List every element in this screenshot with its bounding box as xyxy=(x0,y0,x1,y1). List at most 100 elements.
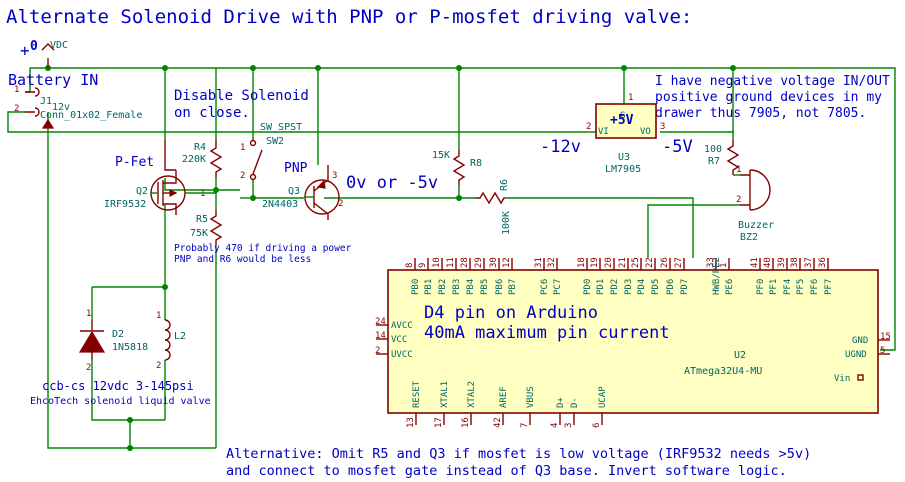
minus5-note: -5V xyxy=(662,137,693,157)
u2-pin-name: AVCC xyxy=(391,321,413,331)
r4-ref: R4 xyxy=(194,142,206,153)
diode-d2: 1 2 D2 1N5818 xyxy=(78,309,148,373)
u2-pin-name: PD7 xyxy=(680,279,690,295)
svg-text:2: 2 xyxy=(156,361,161,371)
u2-pin-number: 42 xyxy=(493,417,503,428)
u2-pin-name: PD3 xyxy=(624,279,634,295)
u2-pin-number: 3 xyxy=(564,423,574,428)
svg-text:3: 3 xyxy=(660,122,665,132)
u2-pin-name: PB5 xyxy=(480,279,490,295)
u2-pin-name: PF7 xyxy=(824,279,834,295)
u2-pin-name: PD4 xyxy=(637,279,647,295)
resistor-r6: R6 100K xyxy=(475,179,512,235)
u2-pin-name: PB7 xyxy=(508,279,518,295)
r8-ref: R8 xyxy=(470,158,482,169)
svg-text:1: 1 xyxy=(156,311,161,321)
u2-value: ATmega32U4-MU xyxy=(684,366,762,377)
battery-in-label: Battery IN xyxy=(8,71,98,89)
junctions xyxy=(45,65,736,451)
u2-pin-number: 18 xyxy=(577,257,587,268)
u2-pin-d-: D+4 xyxy=(550,397,566,428)
u2-pin-name: D+ xyxy=(556,397,566,408)
u2-pin-number: 5 xyxy=(880,346,885,356)
u2-pin-name: PF6 xyxy=(810,279,820,295)
u2-pin-number: 27 xyxy=(674,257,684,268)
connector-j1: 1 2 Battery IN J1 12v Conn_01x02_Female xyxy=(8,71,142,129)
u2-pin-name: PF0 xyxy=(756,279,766,295)
neg-voltage-note-3: drawer thus 7905, not 7805. xyxy=(655,106,866,121)
vdc-label: VDC xyxy=(50,40,68,51)
bz2-value: Buzzer xyxy=(738,220,774,231)
u2-pin-name: UVCC xyxy=(391,350,413,360)
u2-pin-number: 14 xyxy=(375,331,386,341)
u2-pin-number: 7 xyxy=(520,423,530,428)
u2-pin-name: PB3 xyxy=(452,279,462,295)
neg-voltage-note-2: positive ground devices in my xyxy=(655,90,882,105)
u2-pin-name: D- xyxy=(570,397,580,408)
u2-pin-number: 38 xyxy=(790,257,800,268)
resistor-r7: 100 R7 xyxy=(704,140,740,175)
switch-sw2: 1 2 SW_SPST SW2 xyxy=(240,122,302,181)
r6-value: 100K xyxy=(501,211,512,235)
pfet-note: P-Fet xyxy=(115,155,154,170)
u2-pin-vin: Vin xyxy=(834,374,850,384)
u2-pin-name: PB2 xyxy=(438,279,448,295)
u2-pin-number: 20 xyxy=(604,257,614,268)
q2-value: IRF9532 xyxy=(104,199,146,210)
vdc-plus-label: + xyxy=(20,41,30,60)
u2-pin-name: PF1 xyxy=(769,279,779,295)
vdc-zero-label: 0 xyxy=(30,39,38,54)
r7-value: 100 xyxy=(704,144,722,155)
j1-value: Conn_01x02_Female xyxy=(40,110,142,121)
svg-text:1: 1 xyxy=(14,85,19,95)
u3-gnd: G xyxy=(620,111,625,121)
u2-body xyxy=(387,269,879,414)
u2-pin-name: PD1 xyxy=(596,279,606,295)
r8-value: 15K xyxy=(432,150,450,161)
u2-pin-number: 29 xyxy=(474,257,484,268)
neg-voltage-note-1: I have negative voltage IN/OUT xyxy=(655,74,890,89)
svg-text:2: 2 xyxy=(240,171,245,181)
u2-pin-number: 17 xyxy=(434,417,444,428)
u2-pin-number: 15 xyxy=(880,332,891,342)
u3-vo: VO xyxy=(640,127,651,137)
svg-text:1: 1 xyxy=(200,189,205,199)
alternative-note-2: and connect to mosfet gate instead of Q3… xyxy=(226,463,787,479)
u2-pin-number: 9 xyxy=(418,263,428,268)
minus12-note: -12v xyxy=(540,137,581,157)
j1-ref: J1 xyxy=(40,96,52,107)
mosfet-q2: 1 Q2 IRF9532 xyxy=(104,140,205,215)
pnp-note: PNP xyxy=(284,161,308,176)
bz2-ref: BZ2 xyxy=(740,232,758,243)
u2-pin-name: PF5 xyxy=(796,279,806,295)
u2-pin-name: AREF xyxy=(499,386,509,408)
u2-pin-name: GND xyxy=(852,336,868,346)
q3-value: 2N4403 xyxy=(262,199,298,210)
l2-ref: L2 xyxy=(174,331,186,342)
svg-text:+5V: +5V xyxy=(610,113,634,128)
u2-pin-number: 30 xyxy=(489,257,499,268)
zero-or-minus5-note: 0v or -5v xyxy=(346,173,438,193)
u2-pin-number: 26 xyxy=(660,257,670,268)
u2-pin-d-: D- 3 xyxy=(564,397,580,428)
u2-pin-number: 19 xyxy=(590,257,600,268)
